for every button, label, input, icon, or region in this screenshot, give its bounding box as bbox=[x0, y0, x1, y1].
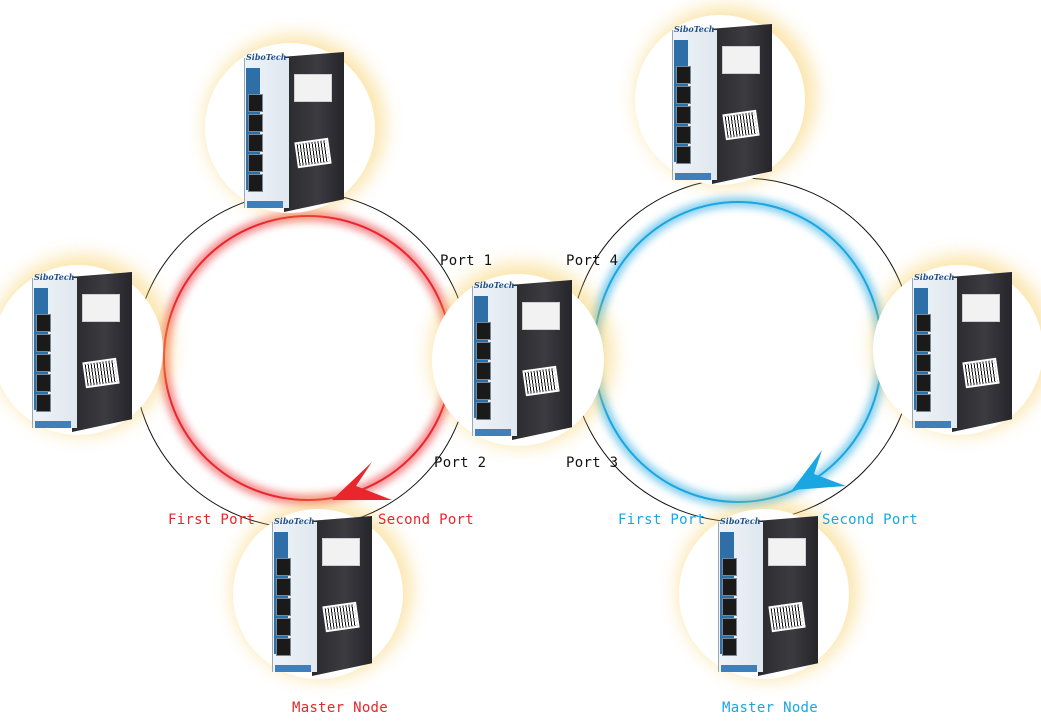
left-ring-arrow bbox=[332, 462, 392, 500]
device-brand: SiboTech bbox=[34, 272, 75, 282]
left-master-node-label: Master Node bbox=[292, 700, 389, 716]
switch-master-left: SiboTech bbox=[272, 516, 372, 676]
device-brand: SiboTech bbox=[274, 516, 315, 526]
device-brand: SiboTech bbox=[674, 24, 715, 34]
switch-top-right-ring: SiboTech bbox=[672, 24, 772, 184]
right-ring-glow bbox=[589, 197, 887, 507]
port-4-label: Port 4 bbox=[566, 253, 619, 269]
device-brand: SiboTech bbox=[720, 516, 761, 526]
left-first-port-label: First Port bbox=[168, 512, 256, 528]
switch-master-right: SiboTech bbox=[718, 516, 818, 676]
switch-top-left-ring: SiboTech bbox=[244, 52, 344, 212]
port-1-label: Port 1 bbox=[440, 253, 493, 269]
left-cable bbox=[133, 191, 471, 529]
device-brand: SiboTech bbox=[914, 272, 955, 282]
right-ring-arrow bbox=[792, 450, 846, 490]
right-master-node-label: Master Node bbox=[722, 700, 819, 716]
right-cable bbox=[569, 177, 915, 523]
device-brand: SiboTech bbox=[474, 280, 515, 290]
device-brand: SiboTech bbox=[246, 52, 287, 62]
port-3-label: Port 3 bbox=[566, 455, 619, 471]
left-second-port-label: Second Port bbox=[378, 512, 475, 528]
port-2-label: Port 2 bbox=[434, 455, 487, 471]
switch-center-shared: SiboTech bbox=[472, 280, 572, 440]
switch-right: SiboTech bbox=[912, 272, 1012, 432]
right-first-port-label: First Port bbox=[618, 512, 706, 528]
right-second-port-label: Second Port bbox=[822, 512, 919, 528]
left-ring-glow bbox=[159, 211, 457, 505]
switch-left: SiboTech bbox=[32, 272, 132, 432]
